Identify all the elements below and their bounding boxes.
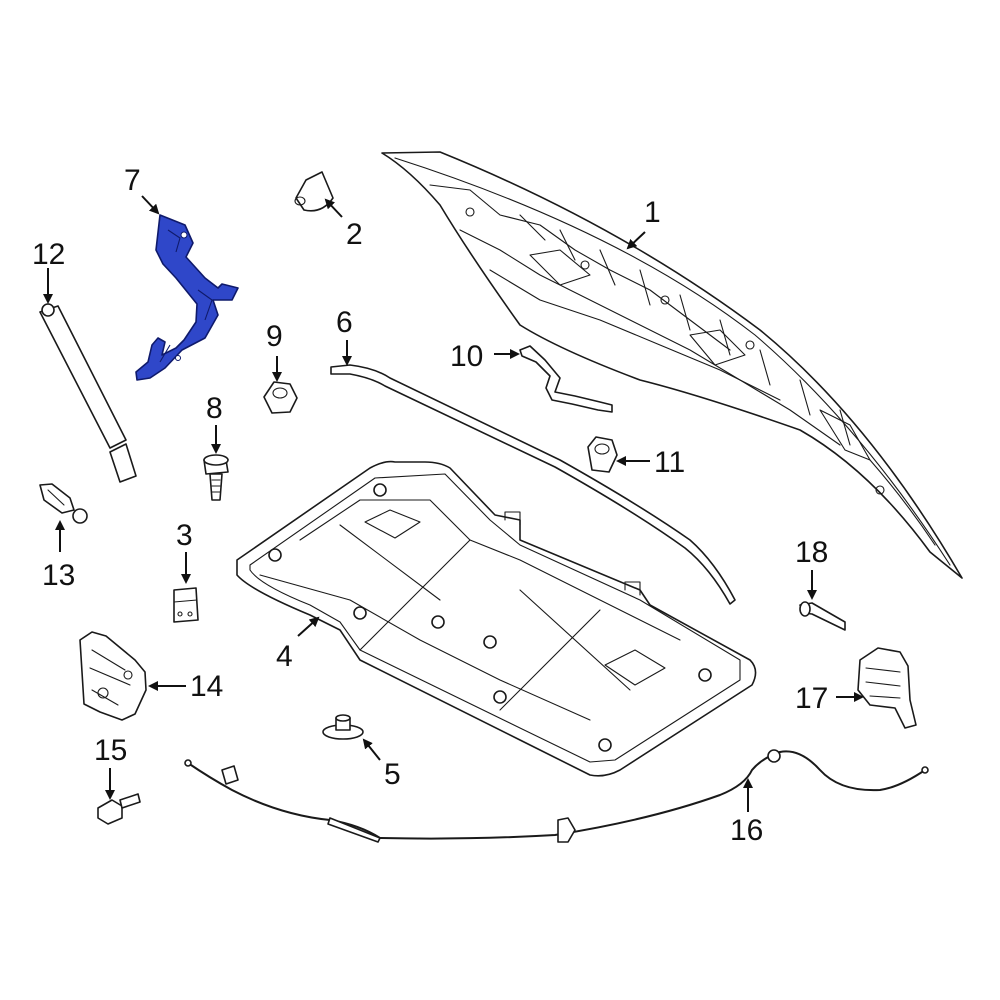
callout-1: 1 [644, 196, 661, 229]
callout-16: 16 [730, 814, 763, 847]
part-3-nut[interactable] [173, 587, 199, 623]
part-12-lift-support[interactable] [39, 303, 137, 483]
callout-labels: 1 2 3 4 5 6 7 8 9 10 11 12 13 14 15 16 1… [32, 164, 828, 847]
leader-arrows [43, 195, 864, 812]
callout-14: 14 [190, 670, 223, 703]
part-2-bumper[interactable] [294, 171, 334, 212]
callout-5: 5 [384, 758, 401, 791]
part-6-weatherstrip[interactable] [330, 364, 736, 605]
callout-9: 9 [266, 320, 283, 353]
part-16-release-cable[interactable] [184, 749, 929, 843]
part-10-prop-rod[interactable] [519, 345, 613, 413]
leader-1 [626, 231, 646, 250]
callout-2: 2 [346, 218, 363, 251]
callout-11: 11 [654, 446, 685, 479]
part-1-hood[interactable] [381, 151, 963, 579]
part-17-release-handle[interactable] [857, 647, 917, 729]
part-7-hinge-highlighted[interactable] [135, 214, 239, 381]
part-9-bumper[interactable] [263, 381, 298, 414]
part-18-bolt[interactable] [799, 601, 846, 631]
part-14-latch[interactable] [79, 631, 147, 721]
leader-7 [141, 195, 160, 215]
callout-10: 10 [450, 340, 483, 373]
callout-15: 15 [94, 734, 127, 767]
part-5-push-pin[interactable] [322, 714, 364, 740]
callout-18: 18 [795, 536, 828, 569]
part-4-insulator[interactable] [236, 460, 757, 777]
part-13-ball-stud[interactable] [39, 483, 88, 524]
callout-7: 7 [124, 164, 141, 197]
callout-12: 12 [32, 238, 65, 271]
callout-3: 3 [176, 519, 193, 552]
callout-8: 8 [206, 392, 223, 425]
leader-5 [362, 738, 381, 761]
callout-17: 17 [795, 682, 828, 715]
part-15-bolt[interactable] [97, 793, 141, 825]
callout-6: 6 [336, 306, 353, 339]
part-8-bolt[interactable] [203, 454, 229, 501]
leader-4 [297, 616, 320, 637]
callout-4: 4 [276, 640, 293, 673]
leader-2 [324, 198, 343, 218]
part-11-bumper[interactable] [587, 436, 618, 473]
callout-13: 13 [42, 559, 75, 592]
